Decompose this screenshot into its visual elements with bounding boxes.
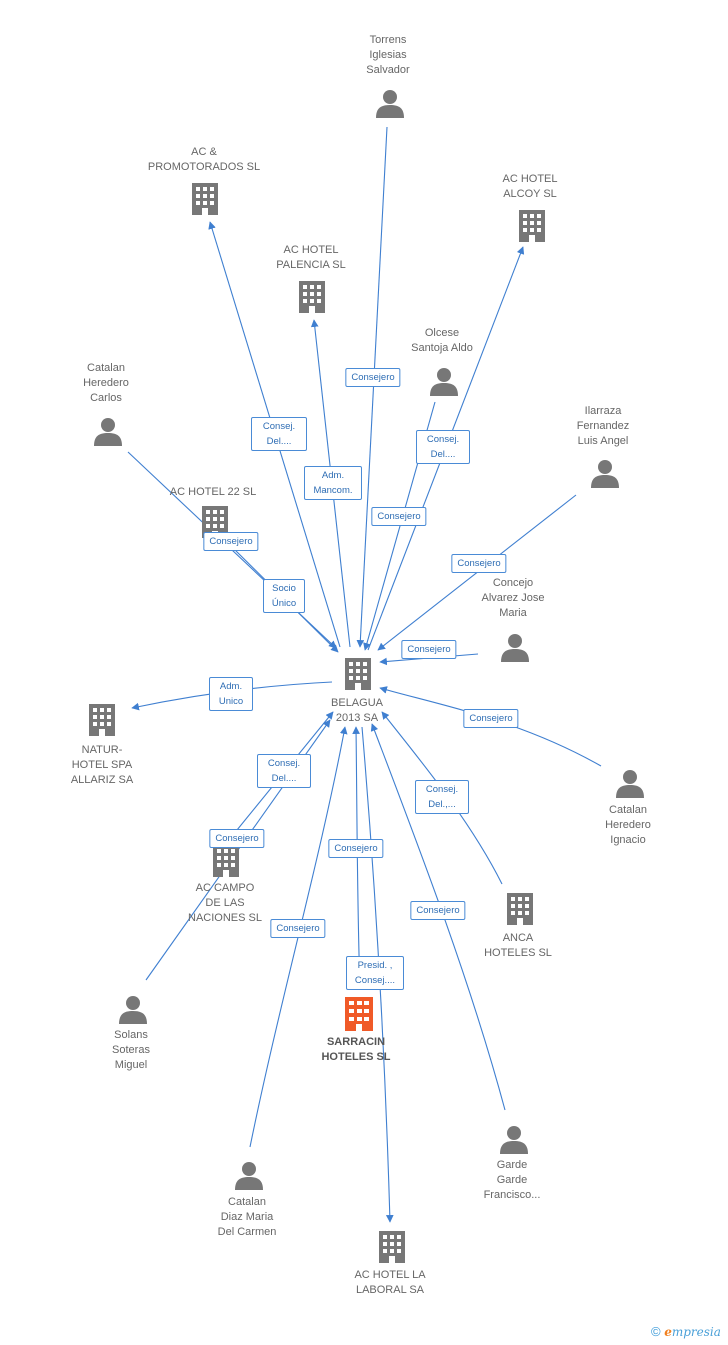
node-label-anca[interactable]: ANCA HOTELES SL	[484, 932, 552, 959]
edge-label-catalan-carlos[interactable]: Consejero	[203, 532, 259, 551]
edge-label-laboral[interactable]: Presid. , Consej....	[346, 956, 404, 990]
node-label-sarracin[interactable]: SARRACIN HOTELES SL	[321, 1036, 391, 1063]
person-icon[interactable]	[94, 418, 122, 446]
building-icon[interactable]	[345, 658, 371, 690]
edge-label-olcese[interactable]: Consejero	[371, 507, 427, 526]
node-label-belagua[interactable]: BELAGUA 2013 SA	[331, 697, 383, 724]
edge-label-sarracin-up[interactable]: Consejero	[328, 839, 384, 858]
building-icon[interactable]	[379, 1231, 405, 1263]
building-icon[interactable]	[299, 281, 325, 313]
node-label-ac-campo[interactable]: AC CAMPO DE LAS NACIONES SL	[188, 882, 262, 924]
person-icon[interactable]	[500, 1126, 528, 1154]
person-icon[interactable]	[430, 368, 458, 396]
node-label-ac-palencia[interactable]: AC HOTEL PALENCIA SL	[276, 244, 346, 271]
node-label-ac-laboral[interactable]: AC HOTEL LA LABORAL SA	[354, 1269, 426, 1296]
node-label-concejo[interactable]: Concejo Alvarez Jose Maria	[481, 577, 545, 619]
focus-building-icon[interactable]	[345, 997, 373, 1031]
edge-label-anca[interactable]: Consej. Del.,...	[415, 780, 469, 814]
edge-label-ac-campo[interactable]: Consej. Del....	[257, 754, 311, 788]
edge-label-concejo[interactable]: Consejero	[401, 640, 457, 659]
edge-label-ac22[interactable]: Socio Único	[263, 579, 305, 613]
person-icon[interactable]	[376, 90, 404, 118]
person-icon[interactable]	[501, 634, 529, 662]
building-icon[interactable]	[213, 845, 239, 877]
edge-torrens	[356, 126, 388, 648]
building-icon[interactable]	[192, 183, 218, 215]
footer-brand: © empresia	[651, 1324, 721, 1339]
edge-label-garde[interactable]: Consejero	[410, 901, 466, 920]
edge-label-torrens[interactable]: Consejero	[345, 368, 401, 387]
building-icon[interactable]	[507, 893, 533, 925]
edge-label-alcoy[interactable]: Consej. Del....	[416, 430, 470, 464]
person-icon[interactable]	[119, 996, 147, 1024]
node-label-torrens[interactable]: Torrens Iglesias Salvador	[366, 34, 410, 76]
node-label-olcese[interactable]: Olcese Santoja Aldo	[411, 327, 473, 354]
edge-label-solans[interactable]: Consejero	[209, 829, 265, 848]
node-label-ac-promotorados[interactable]: AC & PROMOTORADOS SL	[147, 146, 261, 173]
node-label-catalan-ignacio[interactable]: Catalan Heredero Ignacio	[605, 804, 651, 846]
node-label-catalan-carlos[interactable]: Catalan Heredero Carlos	[83, 362, 129, 404]
person-icon[interactable]	[616, 770, 644, 798]
edge-label-promotorados[interactable]: Consej. Del....	[251, 417, 307, 451]
edge-label-carmen[interactable]: Consejero	[270, 919, 326, 938]
node-label-ac-22[interactable]: AC HOTEL 22 SL	[169, 486, 257, 498]
edge-label-catalan-ignacio[interactable]: Consejero	[463, 709, 519, 728]
edge-sarracin-up	[352, 726, 361, 991]
copyright-symbol: ©	[651, 1324, 661, 1339]
node-label-natur[interactable]: NATUR- HOTEL SPA ALLARIZ SA	[70, 744, 134, 786]
person-icon[interactable]	[235, 1162, 263, 1190]
edge-label-natur[interactable]: Adm. Unico	[209, 677, 253, 711]
node-label-ilarraza[interactable]: Ilarraza Fernandez Luis Angel	[576, 405, 630, 447]
building-icon[interactable]	[519, 210, 545, 242]
edge-label-ilarraza[interactable]: Consejero	[451, 554, 507, 573]
edge-label-palencia[interactable]: Adm. Mancom.	[304, 466, 362, 500]
person-icon[interactable]	[591, 460, 619, 488]
node-label-solans[interactable]: Solans Soteras Miguel	[112, 1029, 150, 1071]
node-label-garde[interactable]: Garde Garde Francisco...	[483, 1159, 541, 1201]
building-icon[interactable]	[89, 704, 115, 736]
node-label-ac-alcoy[interactable]: AC HOTEL ALCOY SL	[502, 173, 558, 200]
empresia-logo: empresia	[664, 1325, 721, 1339]
node-label-catalan-carmen[interactable]: Catalan Diaz Maria Del Carmen	[217, 1196, 277, 1238]
